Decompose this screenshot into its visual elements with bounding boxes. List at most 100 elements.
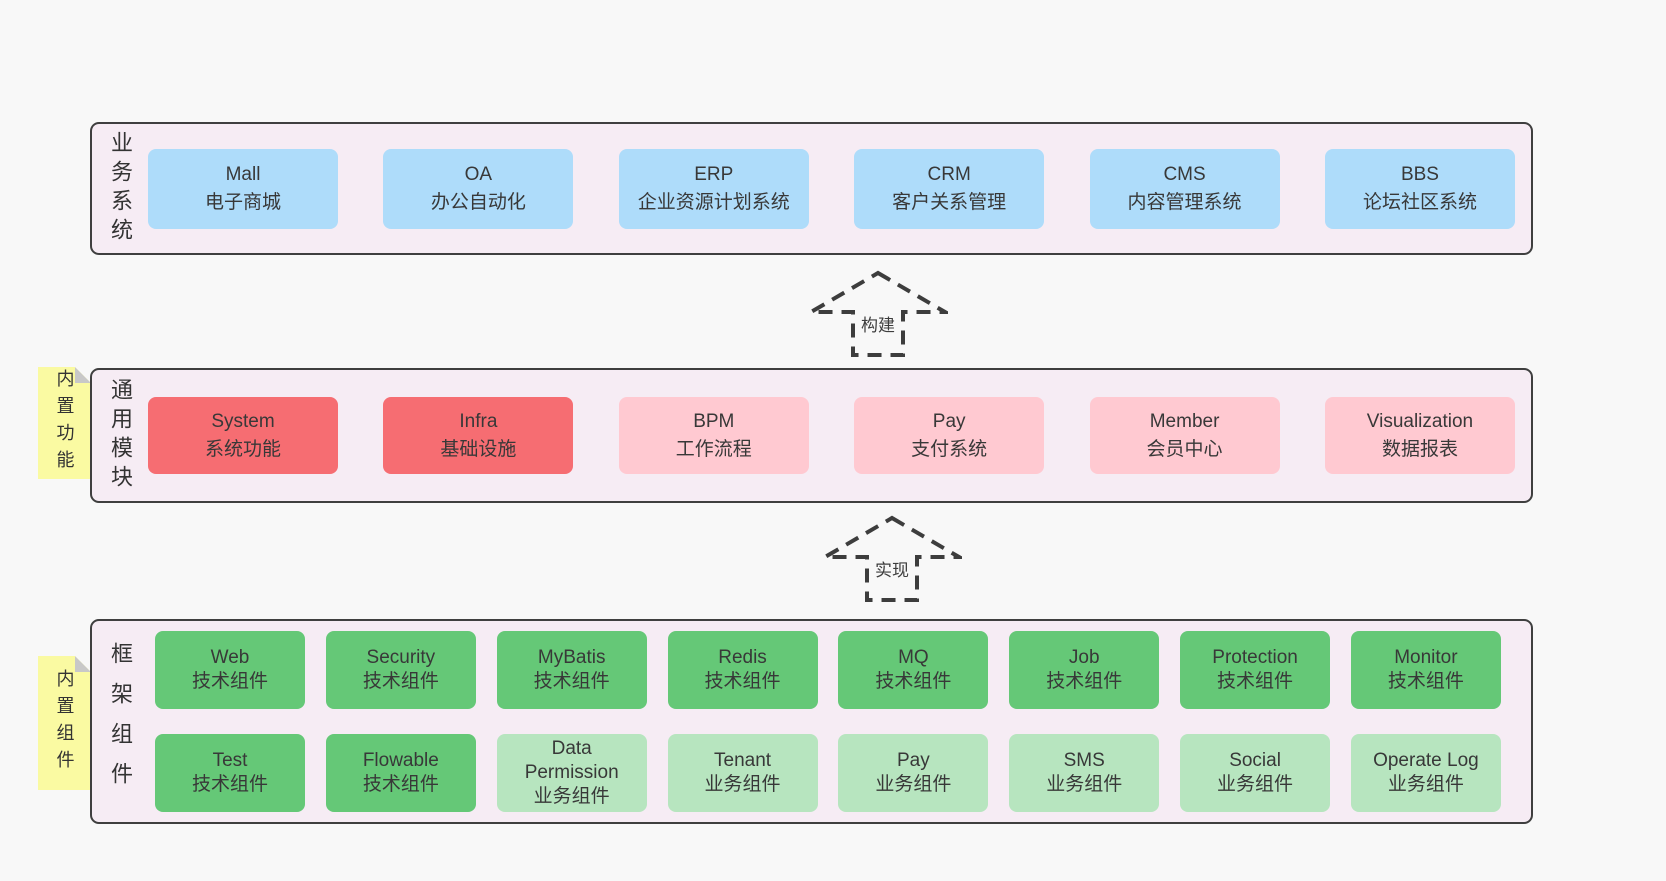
box-name: Social [1229, 750, 1281, 771]
box-desc: 业务组件 [1217, 774, 1294, 795]
framework-row-2: Test 技术组件 Flowable 技术组件 Data Permission … [155, 734, 1501, 812]
box-name: CRM [927, 163, 971, 185]
box-name: Data Permission [524, 738, 619, 783]
box-desc: 会员中心 [1146, 438, 1223, 460]
box-desc: 业务组件 [533, 786, 610, 807]
box-desc: 技术组件 [191, 774, 268, 795]
box-name: Tenant [714, 750, 772, 771]
box-desc: 业务组件 [704, 774, 781, 795]
sticky-note-label: 内置功能 [54, 369, 75, 477]
box-pay-module: Pay 支付系统 [854, 397, 1045, 474]
box-system: System 系统功能 [148, 397, 338, 474]
box-redis: Redis 技术组件 [667, 631, 818, 709]
box-desc: 技术组件 [1217, 671, 1294, 692]
box-social: Social 业务组件 [1180, 734, 1331, 812]
box-desc: 系统功能 [204, 438, 281, 460]
box-name: Visualization [1366, 410, 1474, 432]
box-desc: 内容管理系统 [1127, 191, 1242, 213]
business-boxes-row: Mall 电子商城 OA 办公自动化 ERP 企业资源计划系统 CRM 客户关系… [148, 148, 1515, 229]
box-desc: 支付系统 [911, 438, 988, 460]
box-desc: 基础设施 [440, 438, 517, 460]
box-mq: MQ 技术组件 [838, 631, 989, 709]
common-modules-layer: 通用模块 System 系统功能 Infra 基础设施 BPM 工作流程 Pay… [90, 368, 1533, 503]
box-cms: CMS 内容管理系统 [1089, 148, 1280, 229]
box-data-permission: Data Permission 业务组件 [496, 734, 647, 812]
box-desc: 技术组件 [362, 671, 439, 692]
up-arrow-icon [808, 270, 948, 357]
box-member: Member 会员中心 [1089, 397, 1280, 474]
box-sms: SMS 业务组件 [1009, 734, 1160, 812]
box-desc: 论坛社区系统 [1362, 191, 1477, 213]
box-name: SMS [1063, 750, 1105, 771]
box-bpm: BPM 工作流程 [618, 397, 809, 474]
box-desc: 企业资源计划系统 [637, 191, 790, 213]
sticky-note-builtin-components: 内置组件 [38, 656, 91, 790]
box-name: Redis [718, 647, 767, 668]
box-infra: Infra 基础设施 [383, 397, 574, 474]
box-oa: OA 办公自动化 [383, 148, 574, 229]
box-name: BPM [693, 410, 735, 432]
box-desc: 技术组件 [191, 671, 268, 692]
implement-arrow: 实现 [822, 515, 962, 603]
build-arrow-label: 构建 [857, 311, 899, 336]
box-operate-log: Operate Log 业务组件 [1350, 734, 1501, 812]
box-desc: 技术组件 [704, 671, 781, 692]
build-arrow: 构建 [808, 270, 948, 358]
box-name: Flowable [362, 750, 439, 771]
box-desc: 业务组件 [1046, 774, 1123, 795]
layer-label-business: 业务系统 [108, 130, 133, 247]
box-name: BBS [1400, 163, 1439, 185]
box-name: Infra [459, 410, 498, 432]
box-monitor: Monitor 技术组件 [1350, 631, 1501, 709]
box-mybatis: MyBatis 技术组件 [496, 631, 647, 709]
box-name: Pay [897, 750, 930, 771]
box-test: Test 技术组件 [155, 734, 305, 812]
box-name: MyBatis [537, 647, 606, 668]
box-name: ERP [694, 163, 734, 185]
box-desc: 技术组件 [875, 671, 952, 692]
layer-label-framework: 框架组件 [108, 641, 133, 802]
framework-row-1: Web 技术组件 Security 技术组件 MyBatis 技术组件 Redi… [155, 631, 1501, 709]
up-arrow-icon [822, 515, 962, 602]
box-name: Pay [932, 410, 966, 432]
framework-rows: Web 技术组件 Security 技术组件 MyBatis 技术组件 Redi… [155, 631, 1501, 812]
box-desc: 业务组件 [875, 774, 952, 795]
box-visualization: Visualization 数据报表 [1324, 397, 1515, 474]
box-mall: Mall 电子商城 [148, 148, 338, 229]
box-crm: CRM 客户关系管理 [854, 148, 1045, 229]
box-bbs: BBS 论坛社区系统 [1324, 148, 1515, 229]
box-desc: 办公自动化 [430, 191, 526, 213]
implement-arrow-label: 实现 [871, 556, 913, 581]
box-desc: 技术组件 [1046, 671, 1123, 692]
box-desc: 技术组件 [362, 774, 439, 795]
box-name: Test [212, 750, 248, 771]
box-protection: Protection 技术组件 [1180, 631, 1331, 709]
box-tenant: Tenant 业务组件 [667, 734, 818, 812]
box-desc: 技术组件 [1387, 671, 1464, 692]
box-desc: 数据报表 [1381, 438, 1458, 460]
framework-components-layer: 框架组件 Web 技术组件 Security 技术组件 MyBatis 技术组件… [90, 619, 1533, 824]
box-name: MQ [898, 647, 929, 668]
box-name: Protection [1212, 647, 1298, 668]
box-name: Job [1068, 647, 1100, 668]
box-desc: 电子商城 [204, 191, 281, 213]
box-desc: 客户关系管理 [892, 191, 1007, 213]
box-erp: ERP 企业资源计划系统 [618, 148, 809, 229]
layer-label-modules: 通用模块 [108, 377, 133, 494]
box-name: Operate Log [1373, 750, 1479, 771]
box-name: CMS [1163, 163, 1206, 185]
module-boxes-row: System 系统功能 Infra 基础设施 BPM 工作流程 Pay 支付系统… [148, 397, 1515, 474]
box-job: Job 技术组件 [1009, 631, 1160, 709]
sticky-note-label: 内置组件 [54, 669, 75, 777]
box-name: Monitor [1394, 647, 1458, 668]
box-desc: 业务组件 [1387, 774, 1464, 795]
box-name: System [211, 410, 275, 432]
sticky-note-builtin-features: 内置功能 [38, 367, 91, 479]
box-web: Web 技术组件 [155, 631, 305, 709]
box-name: OA [464, 163, 493, 185]
box-name: Member [1149, 410, 1220, 432]
box-desc: 工作流程 [675, 438, 752, 460]
box-desc: 技术组件 [533, 671, 610, 692]
business-systems-layer: 业务系统 Mall 电子商城 OA 办公自动化 ERP 企业资源计划系统 CRM… [90, 122, 1533, 255]
box-name: Web [210, 647, 250, 668]
